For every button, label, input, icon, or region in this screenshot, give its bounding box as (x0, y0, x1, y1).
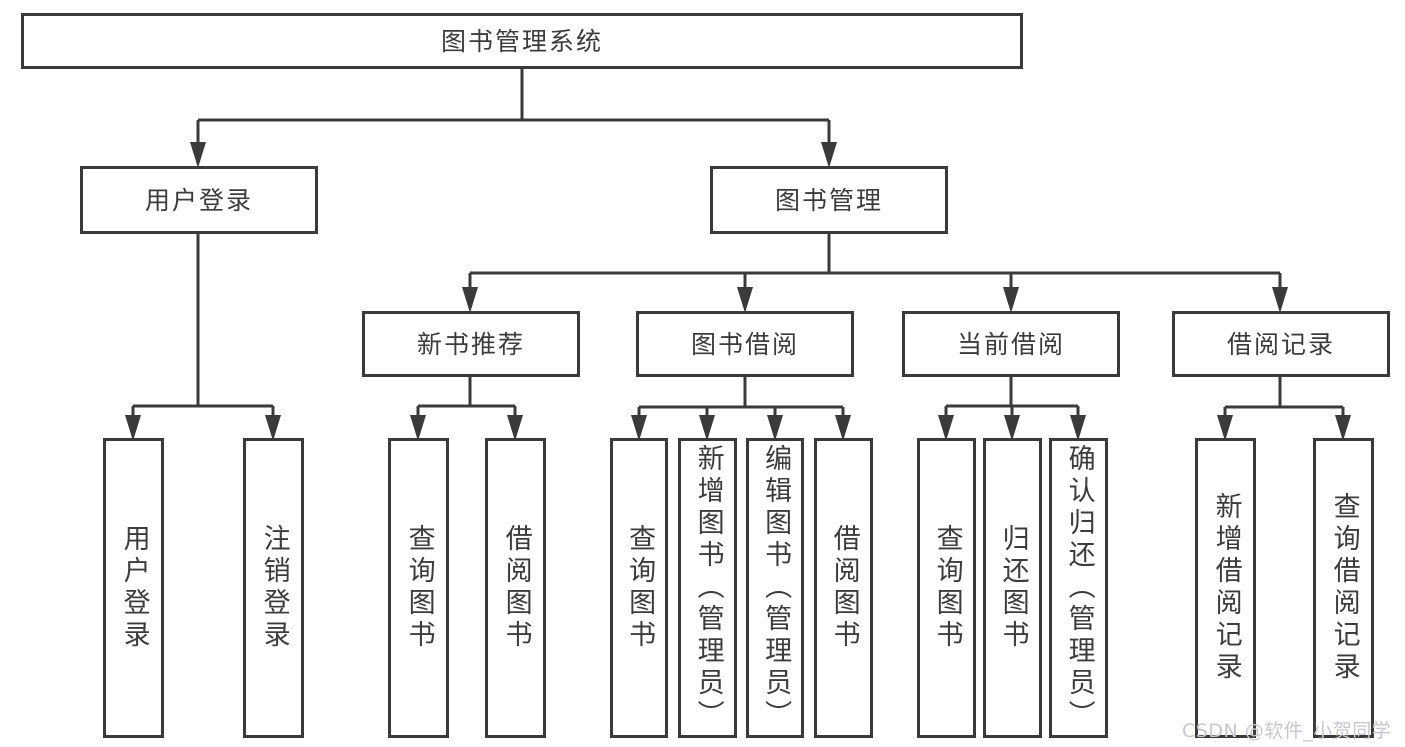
node-label: 查询图书 (403, 524, 435, 652)
node-label: 编辑图书（管理员） (760, 444, 792, 732)
node-book-management: 图书管理 (710, 166, 948, 234)
node-label: 用户登录 (118, 524, 150, 652)
node-label: 新书推荐 (416, 329, 525, 359)
leaf-records-add-record: 新增借阅记录 (1195, 438, 1256, 738)
node-label: 借阅记录 (1226, 329, 1335, 359)
node-label: 查询借阅记录 (1328, 492, 1360, 684)
node-label: 图书管理系统 (440, 26, 603, 56)
node-current-borrow: 当前借阅 (902, 311, 1120, 377)
leaf-current-return-books: 归还图书 (983, 438, 1042, 738)
leaf-user-login: 用户登录 (103, 438, 164, 738)
node-label: 借阅图书 (500, 524, 532, 652)
leaf-current-query-books: 查询图书 (917, 438, 976, 738)
leaf-logout: 注销登录 (243, 438, 304, 738)
node-system-root: 图书管理系统 (21, 13, 1023, 69)
node-label: 注销登录 (258, 524, 290, 652)
node-label: 确认归还（管理员） (1063, 444, 1095, 732)
node-label: 借阅图书 (828, 524, 860, 652)
node-label: 查询图书 (931, 524, 963, 652)
leaf-borrow-edit-books-admin: 编辑图书（管理员） (746, 438, 804, 738)
leaf-borrow-borrow-books: 借阅图书 (814, 438, 873, 738)
node-label: 图书管理 (774, 185, 883, 215)
node-label: 图书借阅 (690, 329, 799, 359)
node-user-login: 用户登录 (80, 166, 318, 234)
leaf-current-confirm-return-admin: 确认归还（管理员） (1049, 438, 1108, 738)
leaf-newbook-borrow-books: 借阅图书 (485, 438, 546, 738)
leaf-newbook-query-books: 查询图书 (388, 438, 449, 738)
node-label: 查询图书 (624, 524, 656, 652)
node-label: 归还图书 (997, 524, 1029, 652)
leaf-borrow-query-books: 查询图书 (610, 438, 668, 738)
node-borrow-records: 借阅记录 (1172, 311, 1390, 377)
leaf-records-query-record: 查询借阅记录 (1313, 438, 1374, 738)
node-new-book-recommend: 新书推荐 (362, 311, 580, 377)
node-book-borrow: 图书借阅 (636, 311, 854, 377)
watermark: CSDN @软件_小贺同学 (1182, 720, 1392, 742)
node-label: 用户登录 (144, 185, 253, 215)
node-label: 新增借阅记录 (1210, 492, 1242, 684)
node-label: 新增图书（管理员） (692, 444, 724, 732)
node-label: 当前借阅 (956, 329, 1065, 359)
leaf-borrow-add-books-admin: 新增图书（管理员） (678, 438, 737, 738)
